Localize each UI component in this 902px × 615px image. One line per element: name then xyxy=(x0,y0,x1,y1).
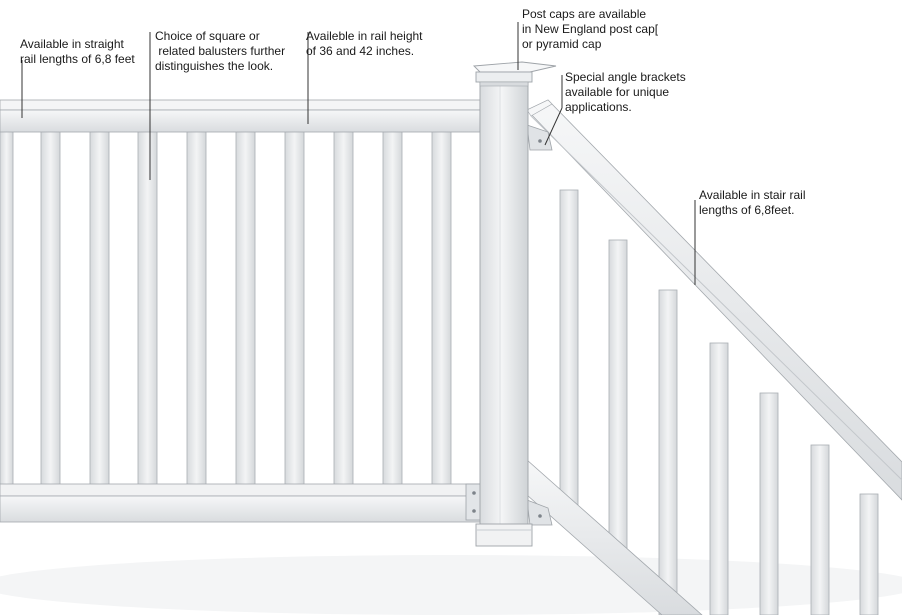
baluster xyxy=(810,444,830,615)
callout-line: lengths of 6,8feet. xyxy=(699,203,795,217)
post-cap xyxy=(472,61,557,87)
callout-brackets: Special angle brackets available for uni… xyxy=(565,70,686,115)
callout-stair-rail: Available in stair rail lengths of 6,8fe… xyxy=(699,188,806,218)
stair-bottom-rail xyxy=(526,459,703,615)
callout-line: in New England post cap[ xyxy=(522,22,659,36)
callout-rail-height: Availeble in rail height of 36 and 42 in… xyxy=(306,29,423,59)
callout-line: available for unique xyxy=(565,85,670,99)
callout-balusters: Choice of square or related balusters fu… xyxy=(155,29,285,74)
straight-top-rail xyxy=(0,99,481,133)
callout-line: related balusters further xyxy=(155,44,286,58)
baluster xyxy=(89,124,110,491)
callout-line: Available in stair rail xyxy=(699,188,806,202)
callout-line: Post caps are available xyxy=(522,7,647,21)
straight-bottom-rail xyxy=(0,483,483,523)
callout-line: applications. xyxy=(565,100,632,114)
baluster xyxy=(709,342,729,615)
callout-post-caps: Post caps are available in New England p… xyxy=(522,7,658,52)
baluster xyxy=(382,124,403,491)
baluster xyxy=(759,392,779,615)
baluster xyxy=(559,189,579,516)
callout-line: Availeble in rail height xyxy=(306,29,423,43)
baluster xyxy=(40,124,61,491)
baluster xyxy=(235,124,256,491)
callout-straight-rail: Available in straight rail lengths of 6,… xyxy=(20,37,135,67)
baluster xyxy=(859,493,879,615)
callout-line: distinguishes the look. xyxy=(155,59,274,73)
callout-line: of 36 and 42 inches. xyxy=(306,44,415,58)
stair-balusters xyxy=(559,189,879,615)
callout-line: Special angle brackets xyxy=(565,70,686,84)
angle-bracket xyxy=(526,499,553,526)
callout-line: rail lengths of 6,8 feet xyxy=(20,52,135,66)
baluster xyxy=(137,124,158,491)
straight-balusters xyxy=(0,124,452,491)
post xyxy=(472,61,557,547)
baluster xyxy=(284,124,305,491)
baluster xyxy=(333,124,354,491)
leader-lines xyxy=(21,22,696,285)
callout-line: Available in straight xyxy=(20,37,124,51)
callout-line: Choice of square or xyxy=(155,29,260,43)
baluster xyxy=(608,239,628,561)
post-skirt xyxy=(475,523,533,547)
baluster xyxy=(431,124,452,491)
baluster xyxy=(186,124,207,491)
baluster xyxy=(0,124,14,491)
leader-brackets-angle xyxy=(544,107,563,146)
baluster xyxy=(658,289,678,615)
callout-line: or pyramid cap xyxy=(522,37,602,51)
